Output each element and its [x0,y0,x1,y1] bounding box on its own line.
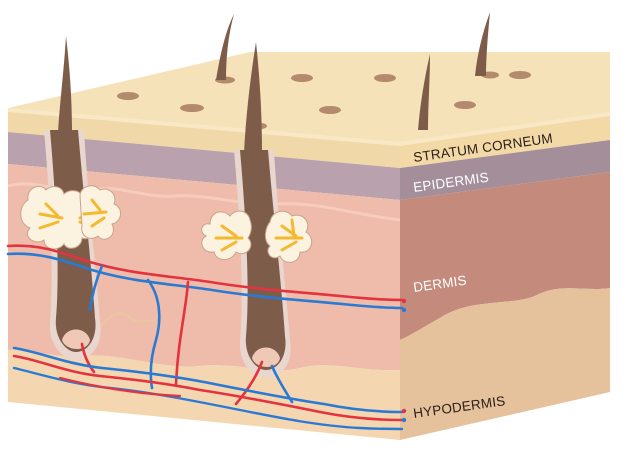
pore-icon [454,101,476,109]
artery-end-dot [402,409,406,413]
hair-icon [58,36,72,132]
vein-end-dot [402,418,406,422]
pore-icon [117,92,139,100]
artery-end-dot [402,299,406,303]
vein-end-dot [402,308,406,312]
pore-icon [291,74,313,82]
pore-icon [374,74,396,82]
pore-icon [509,71,531,79]
pore-icon [180,104,204,112]
pore-icon [319,106,341,114]
sebaceous-gland-left [21,186,121,249]
